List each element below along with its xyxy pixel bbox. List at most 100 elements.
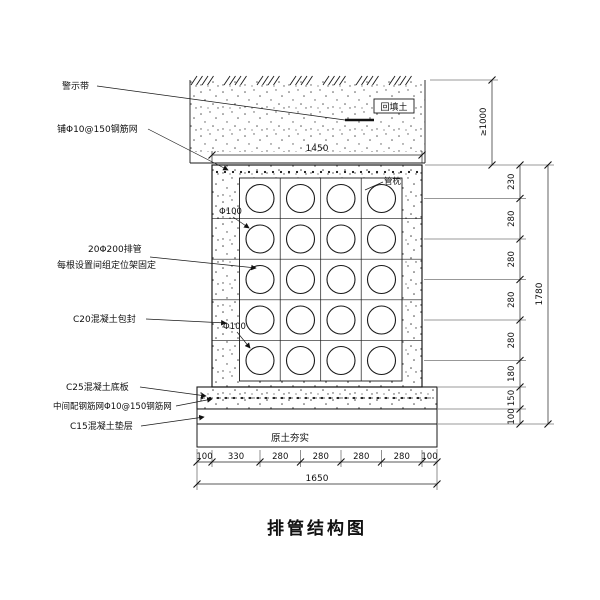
- pipe-circle: [326, 264, 356, 295]
- rebar-dot: [384, 396, 388, 400]
- dim-tick: [418, 458, 426, 466]
- rebar-dot: [360, 396, 364, 400]
- pipe-circle: [326, 305, 356, 335]
- dim-tick: [193, 480, 201, 488]
- extension-lines: [196, 79, 554, 490]
- rebar-dot: [359, 170, 363, 174]
- rebar-dot: [335, 170, 339, 174]
- dim-right-total: 1780: [535, 282, 545, 305]
- dim-tick: [516, 235, 524, 243]
- pipe-circle: [245, 183, 275, 214]
- leader-top-mesh: [147, 128, 229, 171]
- label-top-mesh: 铺Φ10@150钢筋网: [57, 123, 138, 135]
- dim-bottom-3: 280: [313, 452, 329, 462]
- label-warning-tape: 警示带: [62, 80, 89, 92]
- dim-tick: [488, 76, 496, 84]
- rebar-dot: [391, 170, 395, 174]
- label-mid-mesh: 中间配钢筋网Φ10@150钢筋网: [53, 401, 172, 412]
- rebar-dot: [415, 170, 419, 174]
- dim-tick: [516, 420, 524, 428]
- rebar-dot: [240, 396, 244, 400]
- rebar-dot: [248, 396, 252, 400]
- dim-tick: [516, 383, 524, 391]
- rebar-dot: [272, 396, 276, 400]
- rebar-dot: [256, 396, 260, 400]
- pipe-circle: [245, 224, 275, 254]
- dim-bottom-1: 330: [228, 452, 244, 462]
- rebar-dot: [392, 396, 396, 400]
- leader-pipe-support: [364, 181, 384, 191]
- rebar-dot: [200, 396, 204, 400]
- dim-tick: [433, 480, 441, 488]
- dim-depth-min: ≥1000: [479, 108, 489, 137]
- backfill-soil-texture: [190, 80, 425, 152]
- dim-tick: [544, 420, 552, 428]
- pipe-circles: [245, 183, 397, 376]
- rebar-dot: [223, 170, 227, 174]
- rebar-dot: [424, 396, 428, 400]
- rebar-dot: [247, 170, 251, 174]
- leader-cushion: [140, 414, 205, 427]
- pipe-circle: [245, 345, 275, 376]
- dim-tick: [516, 405, 524, 413]
- rebar-dot: [400, 396, 404, 400]
- label-base-slab: C25混凝土底板: [66, 381, 129, 393]
- rebar-dot: [303, 170, 307, 174]
- pipe-circle: [326, 183, 356, 214]
- dim-bottom-6: 100: [421, 452, 437, 462]
- pipe-circle: [366, 224, 397, 254]
- pipe-circle: [285, 345, 316, 376]
- top-rebar-mesh-dots: [215, 170, 419, 174]
- pipe-circle: [285, 264, 316, 295]
- cushion-layer: [196, 408, 438, 425]
- dim-tick: [193, 458, 201, 466]
- label-pipe-support: 管枕: [384, 176, 402, 187]
- rebar-dot: [375, 170, 379, 174]
- rebar-dot: [399, 170, 403, 174]
- label-pipes-line1: 20Φ200排管: [88, 243, 142, 255]
- dim-right-6: 150: [507, 390, 517, 406]
- pipe-circle: [326, 345, 356, 376]
- annotation-leaders: [96, 85, 384, 427]
- compacted-soil-label: 原土夯实: [271, 432, 309, 444]
- rebar-dot: [271, 170, 275, 174]
- rebar-dot: [215, 170, 219, 174]
- dim-tick: [544, 161, 552, 169]
- pipe-circle: [366, 345, 397, 376]
- rebar-dot: [351, 170, 355, 174]
- rebar-dot: [327, 170, 331, 174]
- dim-top-width: 1450: [306, 144, 329, 154]
- rebar-dot: [296, 396, 300, 400]
- rebar-dot: [255, 170, 259, 174]
- rebar-dot: [224, 396, 228, 400]
- dim-right-7: 100: [507, 408, 517, 424]
- dim-right-5: 180: [507, 366, 517, 382]
- leader-pipes: [149, 256, 257, 271]
- label-pipes-line2: 每根设置间组定位架固定: [57, 259, 156, 271]
- rebar-dot: [407, 170, 411, 174]
- dim-bottom-4: 280: [353, 452, 369, 462]
- dim-tick: [208, 151, 216, 159]
- rebar-dot: [232, 396, 236, 400]
- pipe-circle: [366, 305, 397, 335]
- rebar-dot: [367, 170, 371, 174]
- dim-tick: [418, 151, 426, 159]
- leader-mid-mesh: [175, 397, 213, 407]
- rebar-dot: [319, 170, 323, 174]
- dim-right-1: 280: [507, 211, 517, 227]
- backfill-label: 回填土: [380, 101, 407, 113]
- slab-rebar-mesh-dots: [200, 396, 428, 400]
- label-cushion: C15混凝土垫层: [70, 420, 133, 432]
- trench-outline: [189, 80, 426, 164]
- rebar-dot: [263, 170, 267, 174]
- rebar-dot: [320, 396, 324, 400]
- dim-tick: [256, 458, 264, 466]
- leader-dia-top: [232, 216, 250, 229]
- dim-tick: [296, 458, 305, 466]
- dim-tick: [337, 458, 345, 466]
- compacted-soil-band: [196, 423, 438, 448]
- rebar-dot: [311, 170, 315, 174]
- pipe-circle: [245, 264, 275, 295]
- dimension-ticks: [193, 76, 552, 488]
